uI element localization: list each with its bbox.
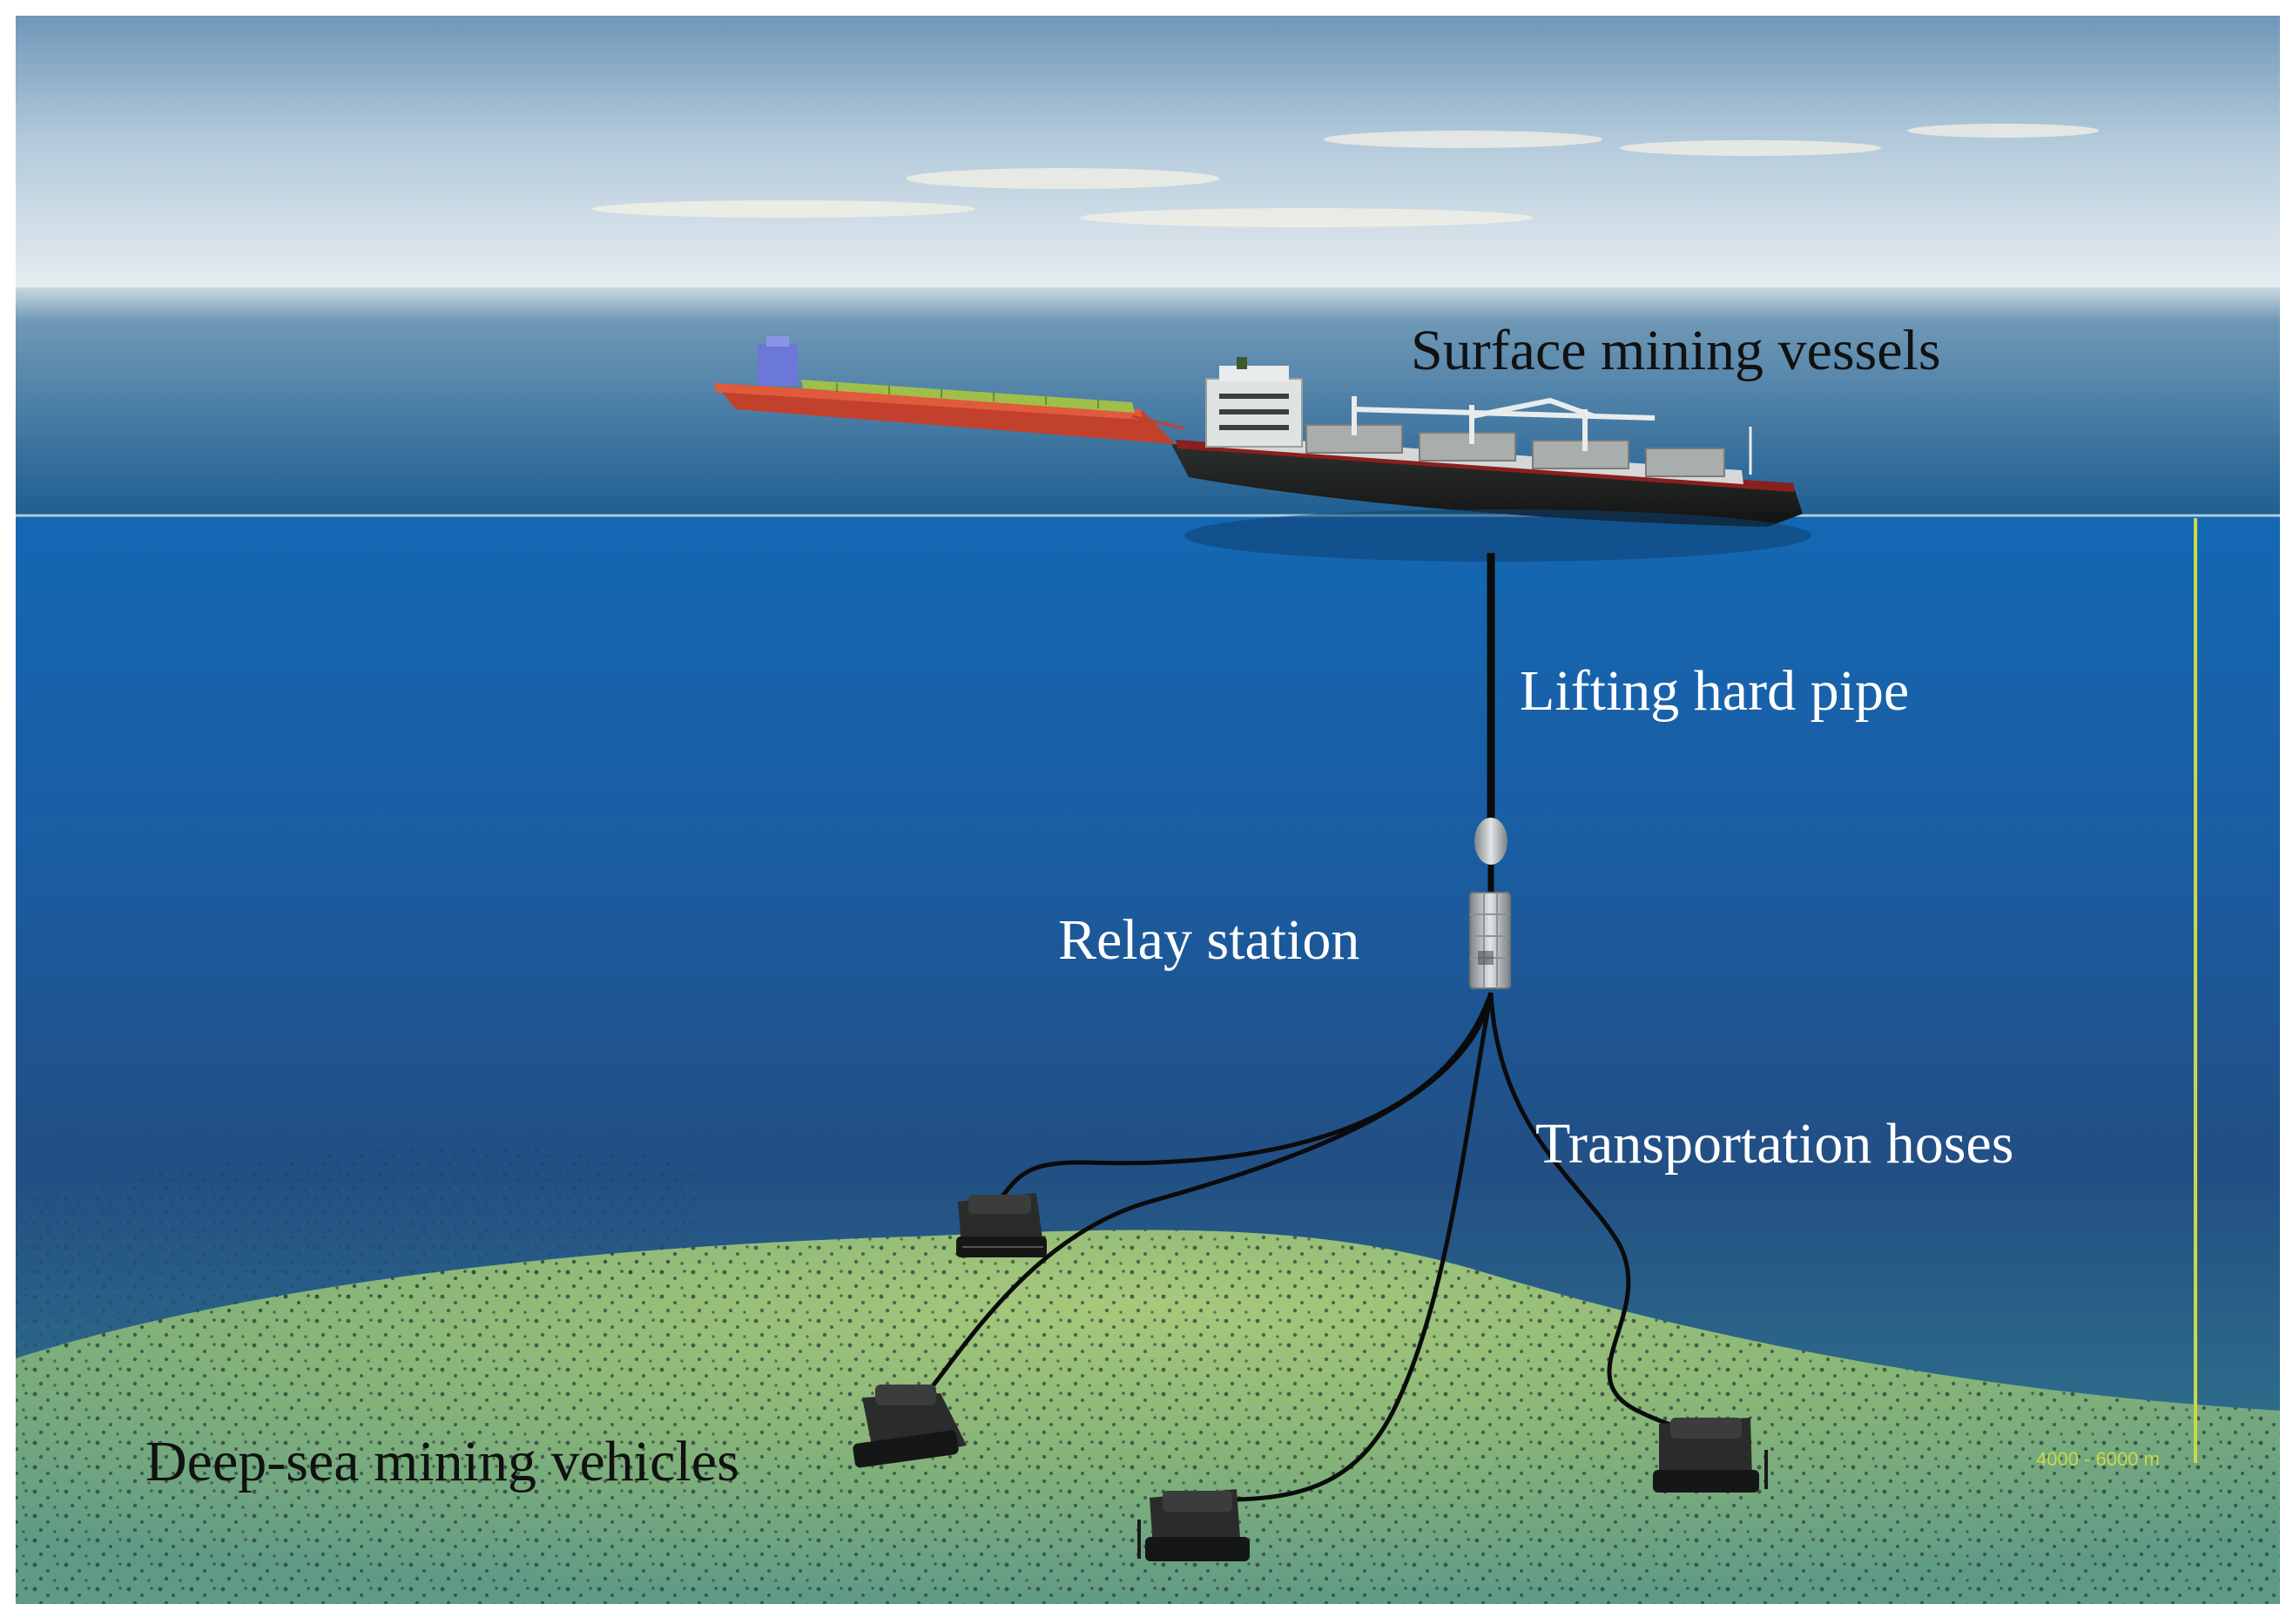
clouds [592,124,2099,227]
sky [16,16,2280,294]
depth-scale-label: 4000 - 6000 m [2036,1448,2160,1470]
surface-mining-vessel [1171,357,1811,562]
mining-vehicle-1 [956,1193,1047,1258]
transportation-hoses [921,992,1708,1502]
mining-vehicle-3 [1137,1489,1250,1561]
sea-surface [16,287,2280,516]
mining-vehicle-4 [1653,1418,1768,1493]
nodule-scatter [16,1148,697,1358]
hose-4 [1488,992,1708,1438]
label-relay-station: Relay station [1058,908,1359,972]
seabed-nodules [16,1230,2280,1604]
label-deep-sea-mining-vehicles: Deep-sea mining vehicles [145,1430,739,1493]
transport-barge [714,336,1185,444]
buoyancy-module [1474,818,1507,897]
label-surface-mining-vessels: Surface mining vessels [1411,319,1941,382]
label-transportation-hoses: Transportation hoses [1535,1112,2013,1176]
mining-vehicle-2 [853,1385,967,1468]
hose-2 [921,992,1494,1399]
relay-station [1469,892,1511,989]
hose-3 [1236,992,1494,1502]
label-lifting-hard-pipe: Lifting hard pipe [1520,659,1909,723]
